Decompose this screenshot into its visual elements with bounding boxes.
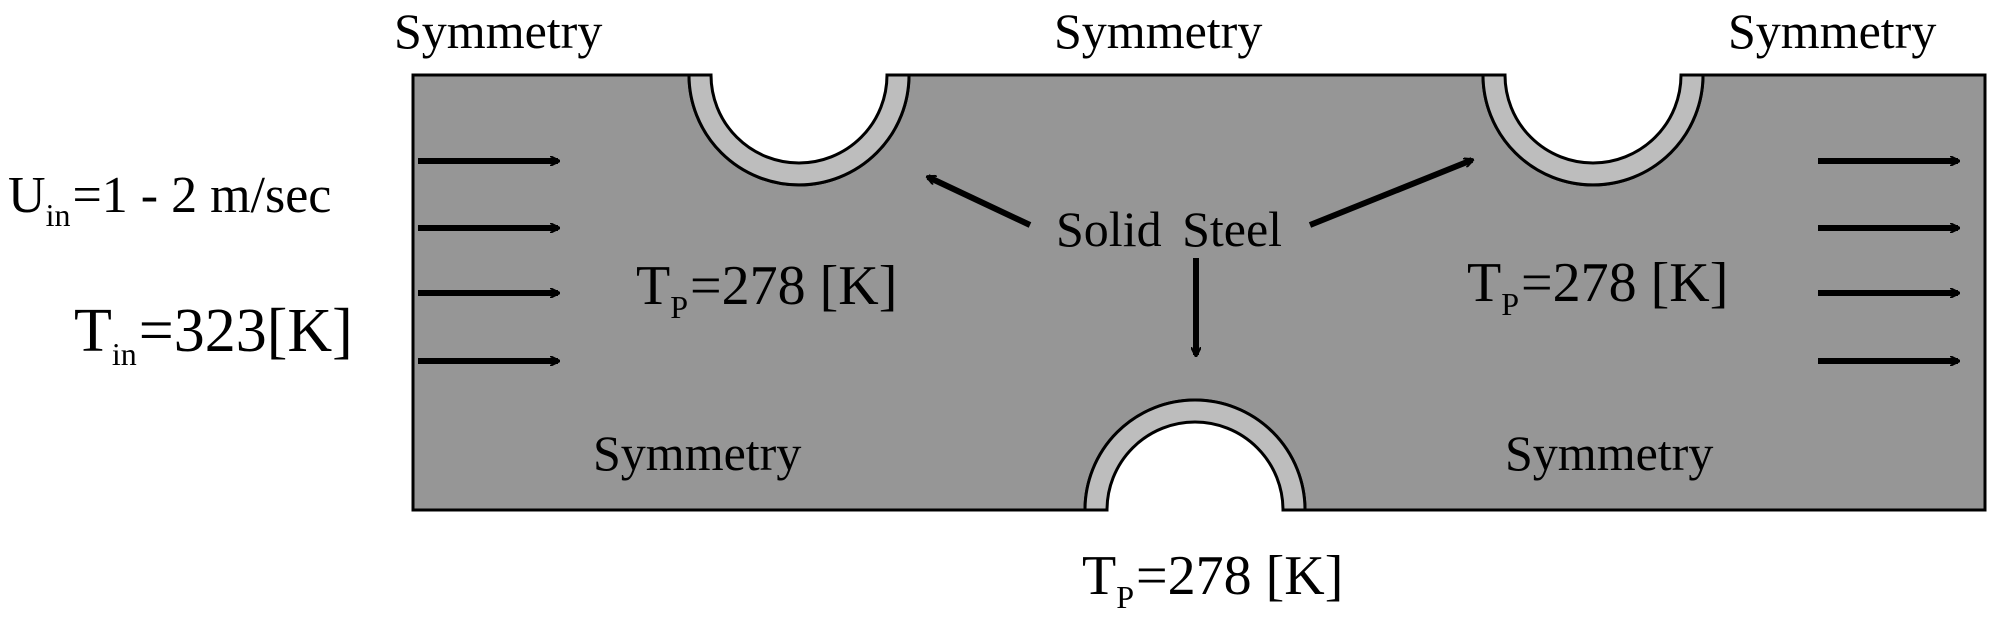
pointer-arrow-left [928, 174, 1032, 228]
pipe-temp-label-right: TP=278 [K] [1467, 252, 1729, 320]
pipe-temp-symbol: T [1467, 252, 1502, 314]
pipe-temp-symbol: T [1082, 545, 1117, 607]
pointer-arrow-right [1308, 157, 1472, 228]
pipe-temp-subscript: P [670, 289, 689, 325]
steel-pipe-bottom [1083, 398, 1307, 512]
symmetry-label-bottom-left: Symmetry [593, 425, 802, 481]
inlet-temperature-value: =323[K] [138, 297, 353, 365]
pipe-temp-value: =278 [K] [1521, 252, 1729, 314]
inlet-velocity-subscript: in [45, 197, 71, 233]
inlet-velocity-symbol: U [8, 167, 46, 224]
pipe-temp-value: =278 [K] [690, 255, 898, 317]
pipe-temp-subscript: P [1116, 579, 1135, 615]
pipe-temp-symbol: T [636, 255, 671, 317]
inlet-velocity-value: =1 - 2 m/sec [72, 167, 332, 224]
inlet-temperature-subscript: in [111, 336, 137, 372]
symmetry-label-bottom-right: Symmetry [1505, 425, 1714, 481]
symmetry-label-top-center: Symmetry [1054, 3, 1263, 59]
pipe-temp-value: =278 [K] [1136, 545, 1344, 607]
pipe-temp-subscript: P [1501, 286, 1520, 322]
inlet-arrows [418, 161, 558, 361]
inlet-velocity-label: Uin=1 - 2 m/sec [8, 167, 332, 232]
steel-pipe-top-right [1481, 73, 1705, 187]
steel-pipe-top-left [687, 73, 911, 187]
solid-steel-label: Solid Steel [1056, 201, 1283, 257]
symmetry-label-top-right: Symmetry [1728, 3, 1937, 59]
inlet-temperature-symbol: T [74, 297, 112, 365]
pipe-temp-label-left: TP=278 [K] [636, 255, 898, 323]
symmetry-label-top-left: Symmetry [394, 3, 603, 59]
outlet-arrows [1818, 161, 1958, 361]
pipe-temp-label-bottom: TP=278 [K] [1082, 545, 1344, 613]
inlet-temperature-label: Tin=323[K] [74, 297, 353, 370]
solid-steel-pointers [928, 157, 1472, 355]
